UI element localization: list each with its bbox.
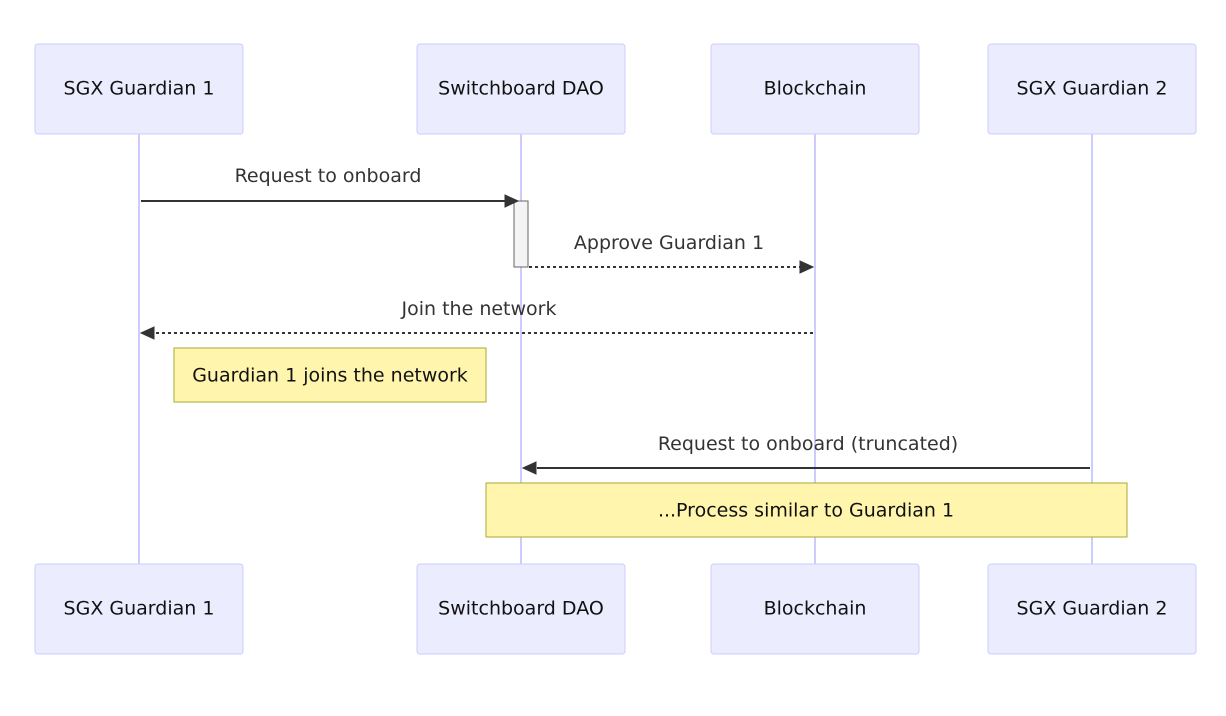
message-request-to-onboard-truncated: Request to onboard (truncated) xyxy=(521,433,1090,475)
actor-bottom-blockchain: Blockchain xyxy=(710,563,920,655)
arrowhead-icon xyxy=(139,326,155,340)
actor-top-switchboard-dao: Switchboard DAO xyxy=(416,43,626,135)
arrowhead-icon xyxy=(504,194,520,208)
actor-label: SGX Guardian 2 xyxy=(1017,78,1168,100)
note-label: ...Process similar to Guardian 1 xyxy=(658,500,954,522)
note-guardian-1-joins: Guardian 1 joins the network xyxy=(173,347,487,403)
actor-label: Blockchain xyxy=(764,78,867,100)
actor-label: SGX Guardian 1 xyxy=(64,598,215,620)
note-process-similar: ...Process similar to Guardian 1 xyxy=(485,482,1128,538)
actor-top-sgx-guardian-2: SGX Guardian 2 xyxy=(987,43,1197,135)
actor-label: Blockchain xyxy=(764,598,867,620)
actor-label: SGX Guardian 2 xyxy=(1017,598,1168,620)
actor-label: Switchboard DAO xyxy=(438,78,604,100)
activation-switchboard-dao xyxy=(513,200,529,268)
message-approve-guardian-1: Approve Guardian 1 xyxy=(529,232,815,274)
actor-top-blockchain: Blockchain xyxy=(710,43,920,135)
actor-top-sgx-guardian-1: SGX Guardian 1 xyxy=(34,43,244,135)
arrowhead-icon xyxy=(799,260,815,274)
message-label: Request to onboard xyxy=(235,165,422,187)
arrowhead-icon xyxy=(521,461,537,475)
message-request-to-onboard: Request to onboard xyxy=(141,165,520,208)
note-label: Guardian 1 joins the network xyxy=(192,365,468,387)
actor-bottom-switchboard-dao: Switchboard DAO xyxy=(416,563,626,655)
message-label: Approve Guardian 1 xyxy=(574,232,764,254)
actor-bottom-sgx-guardian-2: SGX Guardian 2 xyxy=(987,563,1197,655)
message-label: Join the network xyxy=(401,298,557,320)
actor-bottom-sgx-guardian-1: SGX Guardian 1 xyxy=(34,563,244,655)
message-join-the-network: Join the network xyxy=(139,298,813,340)
actor-label: SGX Guardian 1 xyxy=(64,78,215,100)
message-label: Request to onboard (truncated) xyxy=(658,433,958,455)
actor-label: Switchboard DAO xyxy=(438,598,604,620)
